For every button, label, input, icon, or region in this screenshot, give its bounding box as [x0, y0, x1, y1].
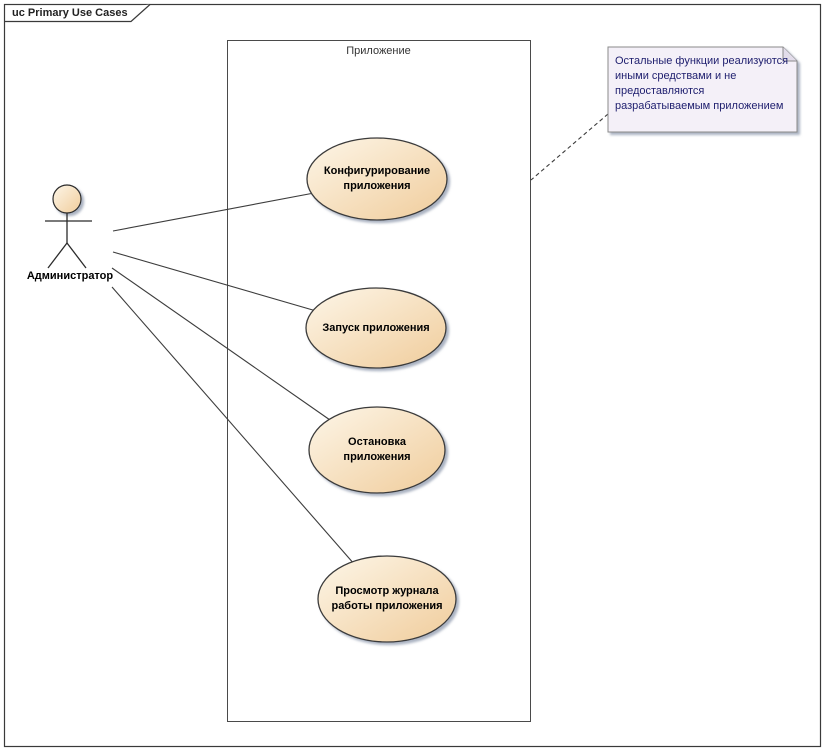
note[interactable] [607, 46, 798, 133]
actor-figure[interactable] [45, 184, 92, 269]
actor-head [52, 184, 82, 214]
use-case-ellipse-view-log[interactable] [317, 555, 457, 643]
frame-tab [4, 4, 151, 23]
actor-right-leg [66, 242, 87, 269]
note-body [607, 46, 798, 133]
use-case-label-stop-app: Остановка приложения [343, 436, 411, 463]
note-fold-corner-icon [782, 47, 797, 62]
association-line-stop [111, 267, 331, 421]
use-case-label-configure-app: Конфигурирование приложения [323, 165, 431, 192]
actor-left-leg [47, 242, 68, 269]
note-link-dashed-line [530, 113, 609, 181]
note-text: Остальные функции реализуются иными сред… [615, 55, 789, 112]
association-line-configure [112, 189, 331, 232]
association-line-start [112, 251, 331, 316]
association-line-view-log [111, 286, 356, 566]
system-boundary-title: Приложение [346, 45, 411, 57]
frame-title: uc Primary Use Cases [12, 7, 128, 19]
frame-border [3, 3, 822, 748]
use-case-ellipse-start-app[interactable] [305, 287, 447, 369]
use-case-ellipse-configure-app[interactable] [306, 137, 448, 221]
use-case-label-start-app: Запуск приложения [322, 322, 430, 334]
use-case-ellipse-stop-app[interactable] [308, 406, 446, 494]
use-case-label-view-log: Просмотр журнала работы приложения [331, 585, 443, 612]
actor-label: Администратор [26, 270, 114, 282]
